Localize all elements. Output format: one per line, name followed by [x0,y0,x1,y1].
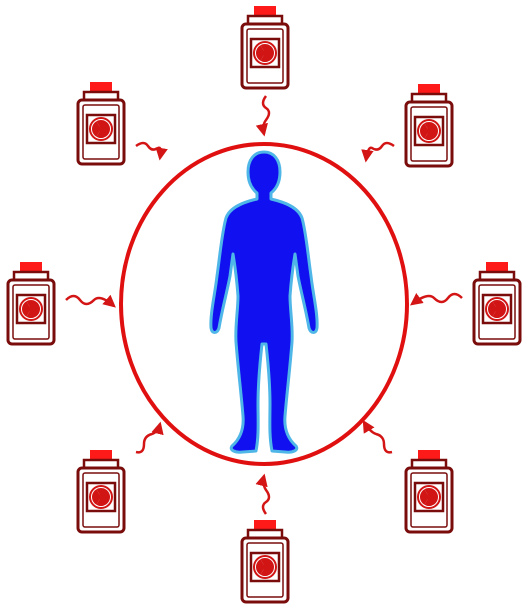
wavy-arrow-icon [136,143,161,158]
radioactive-bottle-icon [242,520,288,602]
radioactive-bottle-icon [8,262,54,344]
radioactive-bottle-icon [78,82,124,164]
wavy-arrow-icon [366,143,394,160]
radioactive-bottle-icon [406,84,452,166]
wavy-arrow-icon [66,296,114,306]
radioactive-bottle-icon [474,262,520,344]
radioactive-bottle-icon [242,6,288,88]
wavy-arrow-icon [263,96,269,134]
wavy-arrow-icon [412,294,462,304]
wavy-arrow-icon [364,422,392,452]
wavy-arrow-icon [263,476,269,514]
radioactive-bottle-icon [406,450,452,532]
human-silhouette-icon [211,152,317,452]
radioactive-bottle-icon [78,450,124,532]
wavy-arrow-icon [136,424,160,452]
